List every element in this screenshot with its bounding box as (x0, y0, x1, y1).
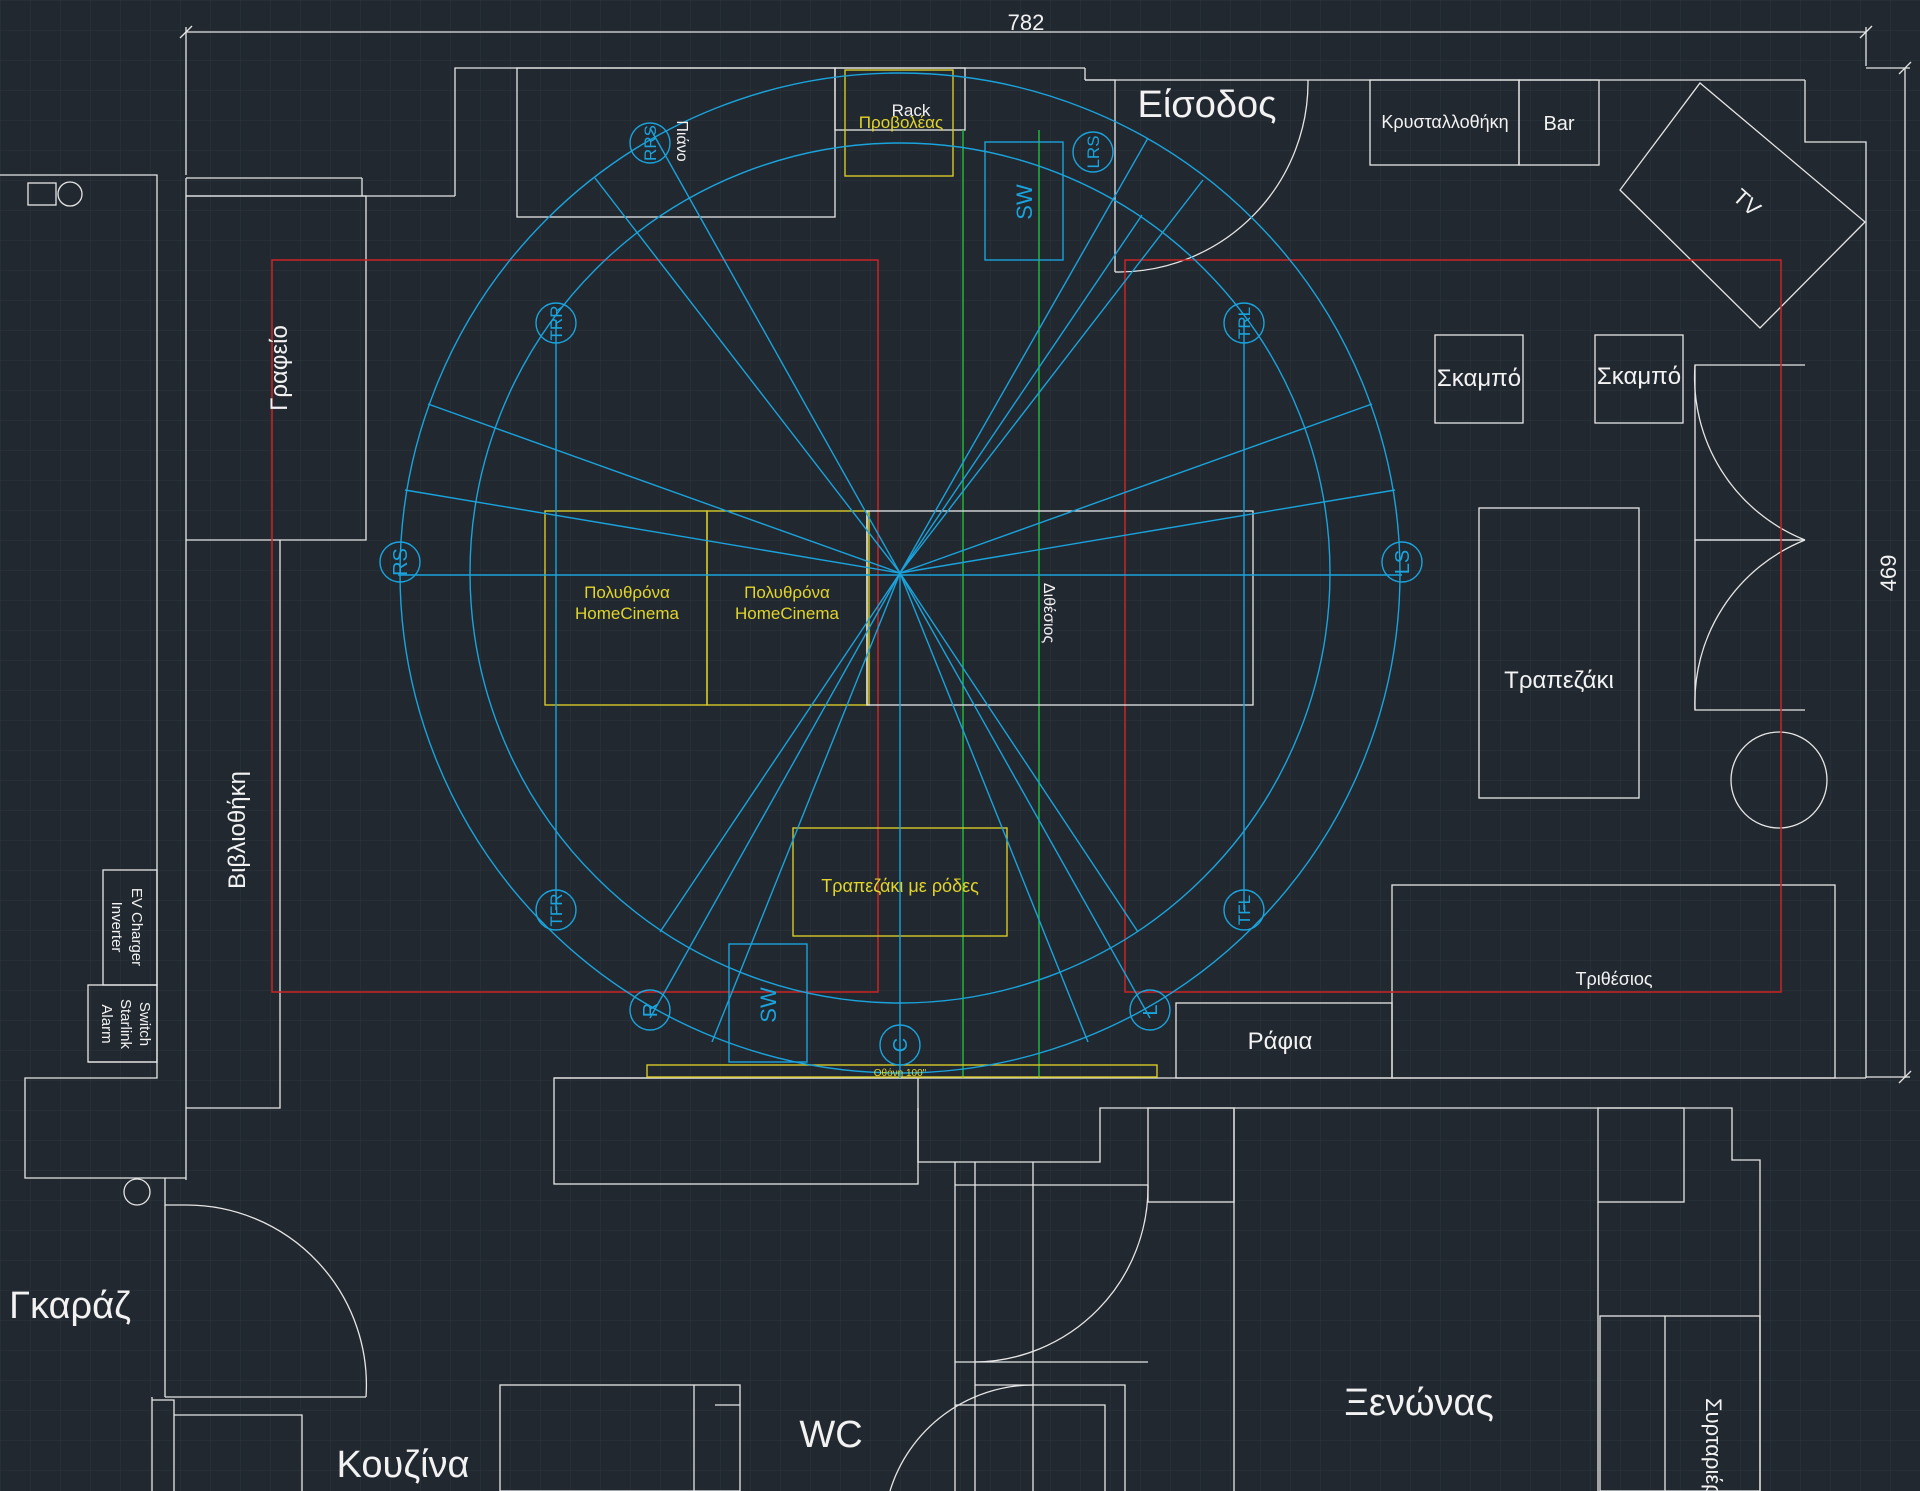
subwoofer-bottom (728, 943, 808, 1063)
label-armchair-2-a: Πολυθρόνα (744, 583, 830, 602)
label-piano: Πιάνο (673, 120, 690, 161)
speaker-trl: TRL (1235, 307, 1254, 339)
labels: 782 469 Είσοδος Γραφείο Βιβλιοθήκη Γκαρά… (9, 10, 1901, 1491)
label-starlink: Starlink (117, 999, 134, 1050)
speaker-sw-bottom: SW (756, 987, 781, 1023)
label-side-table: Τραπεζάκι (1504, 667, 1614, 694)
speaker-r: R (640, 1003, 662, 1017)
speaker-l: L (1140, 1004, 1162, 1015)
label-crystal-cabinet: Κρυσταλλοθήκη (1381, 112, 1508, 132)
room-entrance: Είσοδος (1138, 84, 1277, 126)
speaker-rs: RS (390, 548, 412, 576)
speaker-rrs: RRS (641, 125, 660, 161)
label-switch: Switch (136, 1002, 153, 1046)
room-library: Βιβλιοθήκη (224, 771, 251, 889)
projector-box (844, 69, 954, 177)
label-inverter: Inverter (108, 902, 125, 953)
width-dimension: 782 (1008, 10, 1045, 35)
speaker-lrs: LRS (1084, 135, 1103, 168)
speaker-layout (379, 72, 1423, 1078)
speaker-trr: TRR (547, 306, 566, 341)
room-guest: Ξενώνας (1344, 1382, 1494, 1424)
label-armchair-1-a: Πολυθρόνα (584, 583, 670, 602)
label-wheeled-table: Τραπεζάκι με ρόδες (821, 876, 979, 896)
height-dimension: 469 (1876, 555, 1901, 592)
label-alarm: Alarm (98, 1004, 115, 1043)
label-rack: Rack (892, 101, 931, 120)
label-stool-1: Σκαμπό (1437, 365, 1521, 392)
label-armchair-1-b: HomeCinema (575, 604, 679, 623)
speaker-ls: LS (1392, 550, 1414, 574)
speaker-tfr: TFR (547, 893, 566, 926)
label-ev-charger: EV Charger (128, 888, 145, 966)
two-seater-sofa (866, 510, 1254, 706)
room-kitchen: Κουζίνα (337, 1444, 470, 1486)
label-two-seater: Διθέσιος (1040, 583, 1057, 644)
label-stool-2: Σκαμπό (1597, 363, 1681, 390)
room-wc: WC (799, 1414, 862, 1456)
speaker-tfl: TFL (1235, 895, 1254, 925)
room-office: Γραφείο (266, 325, 293, 411)
label-shelves: Ράφια (1248, 1028, 1313, 1055)
speaker-sw-top: SW (1012, 184, 1037, 220)
label-screen: Οθόνη 100" (874, 1067, 927, 1079)
subwoofer-top (984, 141, 1064, 261)
label-three-seater: Τριθέσιος (1575, 969, 1652, 989)
walls (0, 25, 1912, 1491)
room-wardrobe: Συρταριέρα (1701, 1398, 1726, 1491)
label-armchair-2-b: HomeCinema (735, 604, 839, 623)
seating-zones (271, 259, 1782, 993)
label-bar: Bar (1543, 113, 1574, 135)
label-projector: Προβολέας (859, 113, 943, 132)
room-garage: Γκαράζ (9, 1285, 131, 1327)
speaker-c: C (890, 1038, 912, 1052)
